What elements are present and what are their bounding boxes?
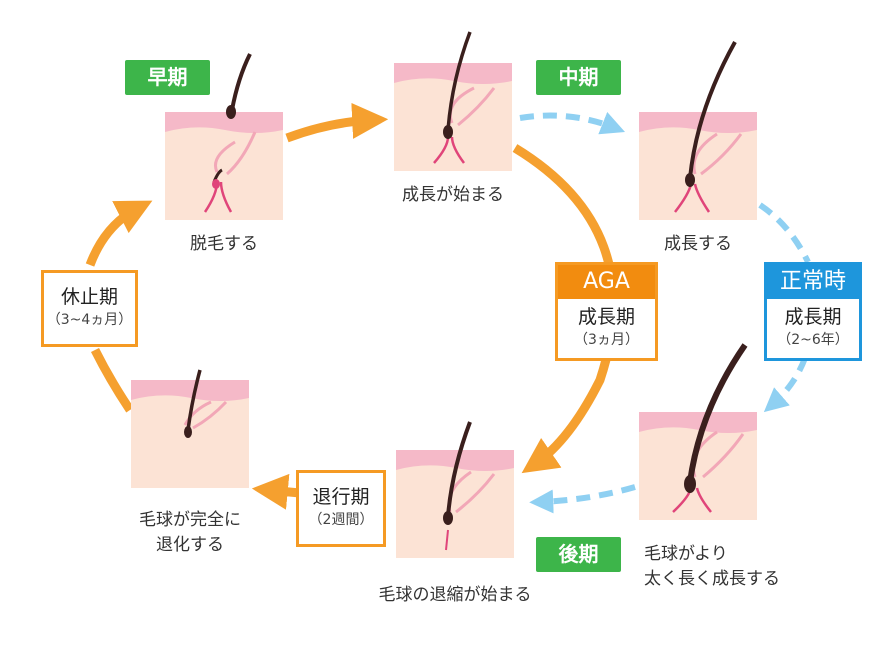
caption-early: 脱毛する (190, 234, 258, 254)
phase-regression-box: 退行期 （2週間） (296, 470, 386, 547)
phase-normal-header: 正常時 (767, 265, 859, 299)
arrow-late-to-shrink (529, 484, 636, 514)
arrow-rest-to-early (85, 200, 153, 267)
skin-start (394, 63, 512, 171)
phase-rest-duration: （3~4ヵ月） (46, 312, 133, 328)
skin-shrink (396, 450, 514, 558)
caption-late-line1: 毛球がより (644, 544, 728, 564)
arrow-regression-to-regress (251, 473, 301, 510)
skin-middle (639, 112, 757, 220)
phase-aga-header: AGA (558, 265, 655, 299)
phase-normal-box: 正常時 成長期 （2~6年） (764, 262, 862, 361)
phase-normal-duration: （2~6年） (777, 332, 849, 348)
tag-early: 早期 (125, 60, 210, 95)
phase-rest-box: 休止期 （3~4ヵ月） (41, 270, 138, 347)
caption-regress-line1: 毛球が完全に (139, 510, 241, 530)
phase-regression-duration: （2週間） (308, 512, 374, 528)
arrow-regress-to-rest (90, 347, 134, 413)
phase-aga-duration: （3ヵ月） (574, 332, 639, 348)
phase-aga-box: AGA 成長期 （3ヵ月） (555, 262, 658, 361)
skin-early (165, 112, 283, 220)
caption-late-line2: 太く長く成長する (644, 569, 780, 589)
caption-late: 毛球がより 太く長く成長する (618, 542, 840, 592)
phase-normal-title: 成長期 (784, 306, 842, 328)
tag-middle: 中期 (536, 60, 621, 95)
caption-middle: 成長する (664, 234, 732, 254)
skin-regress (131, 380, 249, 488)
arrow-middle-to-normal (758, 202, 811, 264)
caption-start: 成長が始まる (402, 185, 504, 205)
phase-rest-title: 休止期 (60, 286, 118, 308)
caption-regress: 毛球が完全に 退化する (110, 508, 270, 558)
arrow-early-to-start (285, 102, 389, 143)
phase-aga-title: 成長期 (577, 306, 635, 328)
phase-regression-title: 退行期 (312, 486, 370, 508)
arrow-normal-to-late (763, 356, 808, 413)
arrow-start-to-middle (519, 111, 626, 135)
tag-late: 後期 (536, 537, 621, 572)
caption-shrink: 毛球の退縮が始まる (378, 585, 532, 605)
caption-regress-line2: 退化する (156, 535, 224, 555)
